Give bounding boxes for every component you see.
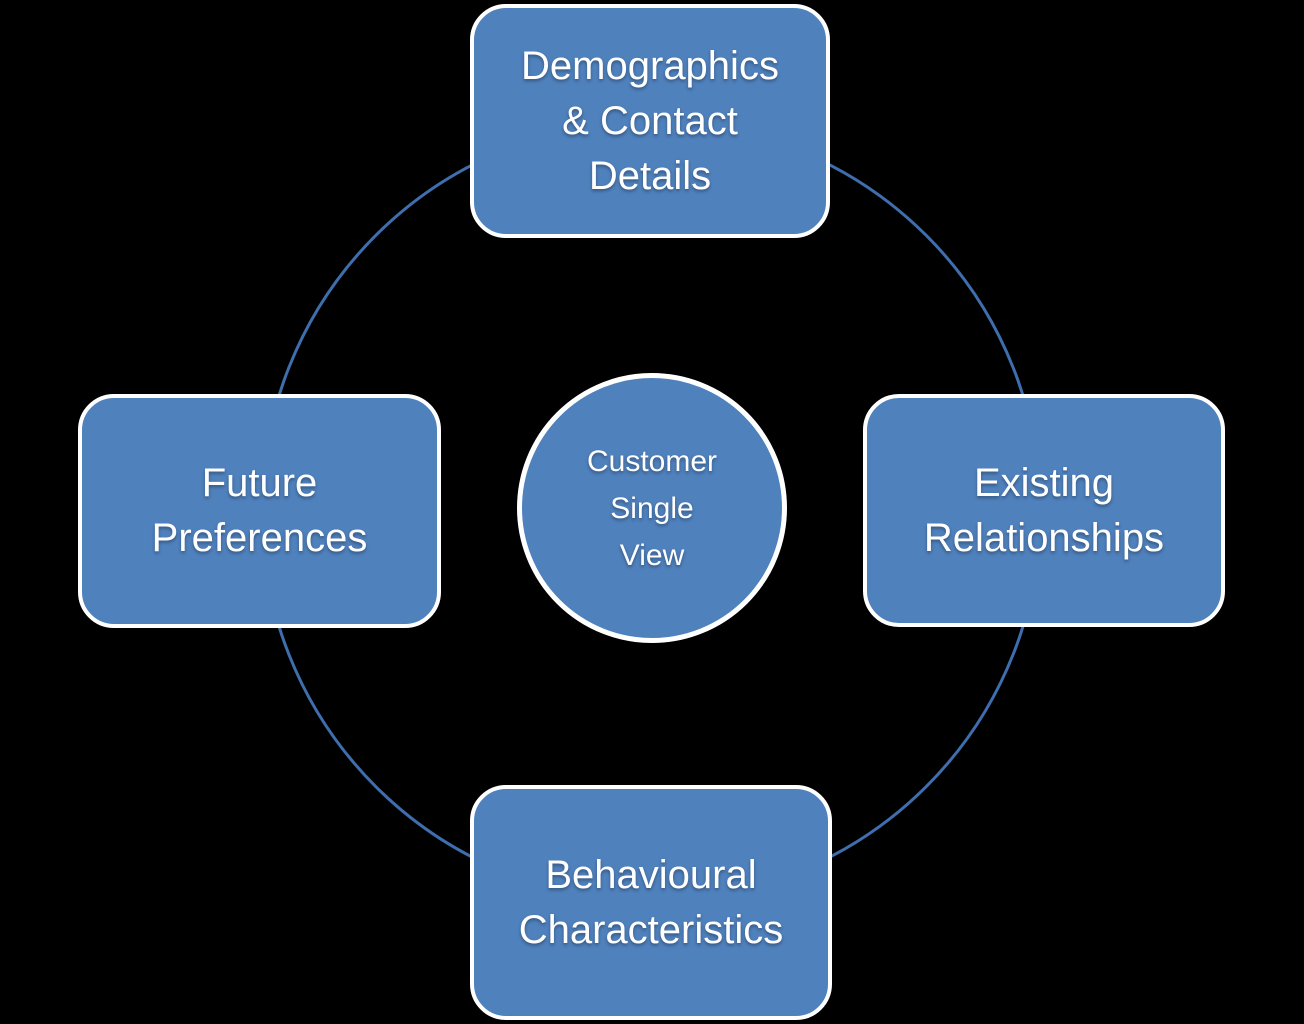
node-label-line: Demographics: [521, 43, 779, 88]
node-label-line: Existing: [973, 460, 1115, 505]
node-future-preferences: Future Preferences: [78, 394, 441, 628]
node-label-line: Single: [610, 491, 694, 525]
node-label-line: Customer: [586, 444, 718, 478]
node-label-line: Characteristics: [518, 907, 784, 952]
node-demographics-contact-details: Demographics & Contact Details: [470, 4, 830, 238]
node-customer-single-view: Customer Single View: [517, 373, 787, 643]
node-label-line: Relationships: [923, 515, 1165, 560]
node-label-line: Behavioural: [545, 852, 757, 897]
node-label-line: Future: [201, 461, 318, 505]
node-existing-relationships: Existing Relationships: [863, 394, 1225, 627]
node-label-line: Preferences: [151, 516, 368, 560]
node-label-line: View: [619, 538, 685, 572]
node-behavioural-characteristics: Behavioural Characteristics: [470, 785, 832, 1020]
node-label-line: Details: [588, 153, 712, 198]
node-label-line: & Contact: [562, 98, 738, 143]
